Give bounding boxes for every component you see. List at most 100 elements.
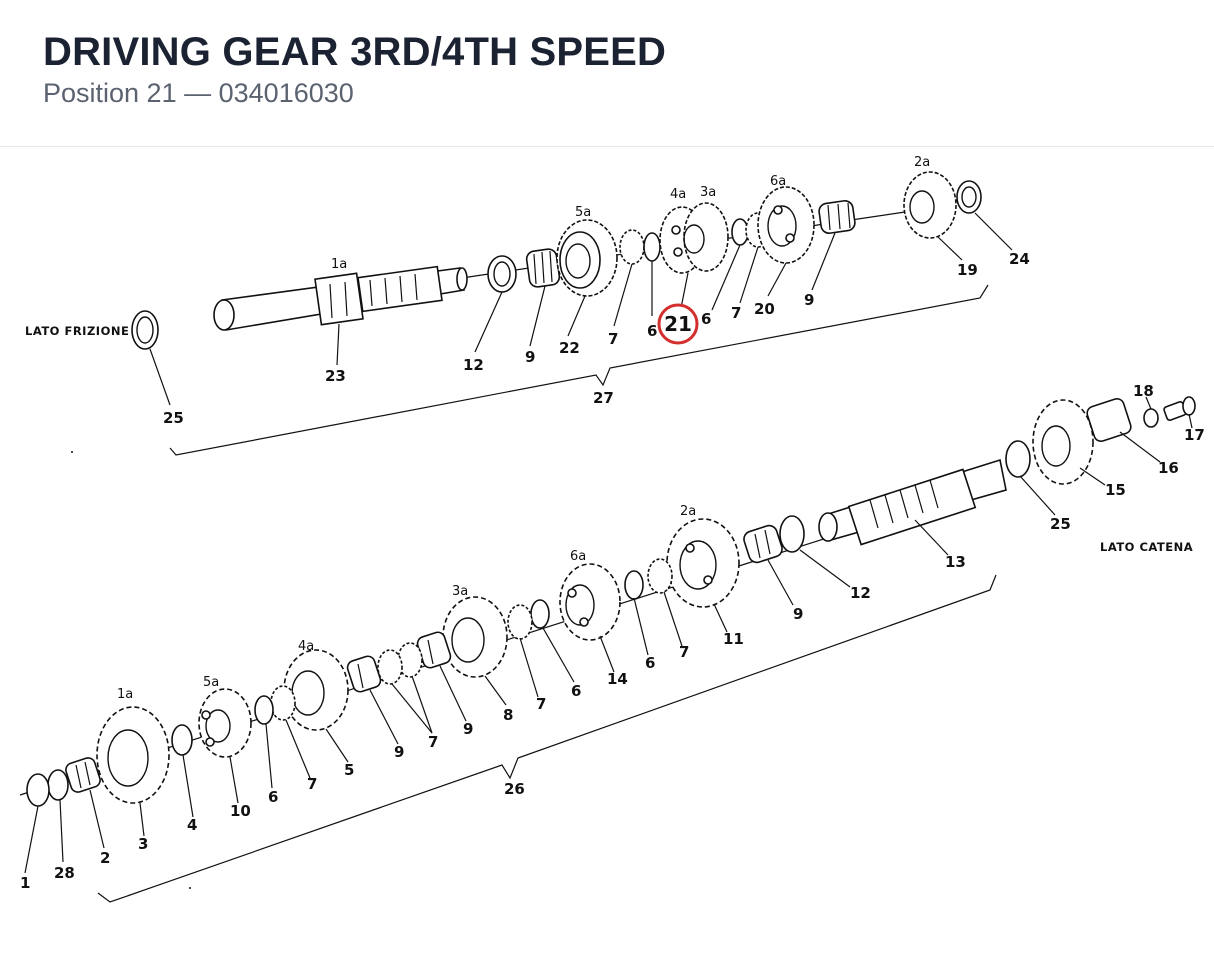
callout-10[interactable]: 10 — [230, 802, 251, 820]
callout-7-c[interactable]: 7 — [679, 643, 689, 661]
callout-25-b[interactable]: 25 — [1050, 515, 1071, 533]
callout-7-b[interactable]: 7 — [731, 304, 741, 322]
part-number: 034016030 — [218, 78, 354, 108]
gear-mark-bot-1a: 1a — [117, 687, 133, 702]
page-title: DRIVING GEAR 3RD/4TH SPEED — [43, 30, 667, 74]
gear-6a-part-14 — [559, 563, 621, 641]
needle-bearing-part-9-top — [525, 248, 561, 288]
clutch-side-label: LATO FRIZIONE — [25, 324, 129, 338]
gear-mark-top-4a: 4a — [670, 187, 686, 202]
callout-6-b[interactable]: 6 — [701, 310, 711, 328]
callout-16[interactable]: 16 — [1158, 459, 1179, 477]
callout-12-b[interactable]: 12 — [850, 584, 871, 602]
callout-8[interactable]: 8 — [503, 706, 513, 724]
gear-mark-bot-5a: 5a — [203, 675, 219, 690]
callout-7-e[interactable]: 7 — [428, 733, 438, 751]
callout-7-f[interactable]: 7 — [307, 775, 317, 793]
washer-part-7-bottom-a — [647, 558, 673, 594]
callout-6-e[interactable]: 6 — [268, 788, 278, 806]
gear-2a-part-19 — [903, 171, 957, 239]
callout-6-d[interactable]: 6 — [571, 682, 581, 700]
callout-25[interactable]: 25 — [163, 409, 184, 427]
callout-9-c[interactable]: 9 — [793, 605, 803, 623]
callout-13[interactable]: 13 — [945, 553, 966, 571]
washer-part-4 — [171, 724, 193, 756]
driving-gear-3rd-4th-part-21 — [659, 202, 729, 274]
highlight-ring — [657, 303, 699, 345]
callout-15[interactable]: 15 — [1105, 481, 1126, 499]
gear-6a-part-20 — [757, 186, 815, 264]
callout-23[interactable]: 23 — [325, 367, 346, 385]
callout-19[interactable]: 19 — [957, 261, 978, 279]
callout-9-b[interactable]: 9 — [804, 291, 814, 309]
callout-14[interactable]: 14 — [607, 670, 628, 688]
callout-9-e[interactable]: 9 — [394, 743, 404, 761]
bolt-part-17 — [1163, 396, 1196, 421]
needle-bearing-part-9-top-b — [818, 200, 856, 234]
callout-28[interactable]: 28 — [54, 864, 75, 882]
needle-bearing-part-2 — [65, 757, 101, 793]
lock-plate-part-16 — [1086, 398, 1132, 442]
main-shaft-part-23 — [213, 265, 468, 331]
gear-mark-top-2a: 2a — [914, 155, 930, 170]
washer-part-12-bottom — [779, 515, 805, 553]
gear-3a-part-8 — [442, 596, 508, 678]
gear-mark-top-3a: 3a — [700, 185, 716, 200]
top-shaft-assembly — [131, 171, 1013, 456]
washer-part-7-top — [619, 229, 645, 265]
callout-5[interactable]: 5 — [344, 761, 354, 779]
callout-2[interactable]: 2 — [100, 849, 110, 867]
bottom-shaft-assembly — [19, 396, 1196, 903]
washer-part-18 — [1143, 408, 1159, 428]
callout-12[interactable]: 12 — [463, 356, 484, 374]
subtitle-separator: — — [184, 78, 212, 108]
circlip-part-6-top — [643, 232, 661, 262]
callout-21[interactable]: 21 — [664, 312, 692, 336]
gear-mark-bot-3a: 3a — [452, 584, 468, 599]
callout-26[interactable]: 26 — [504, 780, 525, 798]
callout-7-d[interactable]: 7 — [536, 695, 546, 713]
gear-mark-top-6a: 6a — [770, 174, 786, 189]
callout-6-c[interactable]: 6 — [645, 654, 655, 672]
callout-6[interactable]: 6 — [647, 322, 657, 340]
needle-bearing-part-9-bottom — [743, 524, 783, 564]
gear-4a-part-5 — [283, 649, 349, 731]
layshaft-part-13 — [818, 458, 1007, 546]
exploded-gearbox-diagram: 1a 5a 4a 3a 6a 2a 1a 5a 4a 3a 6a 2a LATO… — [19, 155, 1205, 903]
circlip-part-6-bottom-a — [624, 570, 644, 600]
washer-part-7-bottom-b — [507, 604, 533, 640]
gear-mark-top-1a: 1a — [331, 257, 347, 272]
page-subtitle: Position 21 — 034016030 — [43, 78, 354, 109]
callout-3[interactable]: 3 — [138, 835, 148, 853]
chain-side-label: LATO CATENA — [1100, 540, 1193, 554]
callout-numbers: 25 23 12 9 22 7 6 6 7 20 9 19 24 27 18 1… — [20, 250, 1205, 892]
callout-9-d[interactable]: 9 — [463, 720, 473, 738]
callout-11[interactable]: 11 — [723, 630, 744, 648]
gear-mark-bot-4a: 4a — [298, 639, 314, 654]
needle-bearing-part-9-bottom-c — [346, 655, 382, 693]
callout-24[interactable]: 24 — [1009, 250, 1030, 268]
highlighted-callout-21[interactable]: 21 — [657, 303, 699, 345]
washer-part-7-bottom-e — [270, 685, 296, 721]
washer-part-28 — [47, 769, 69, 801]
washer-part-7-bottom-c — [397, 642, 423, 678]
callout-4[interactable]: 4 — [187, 816, 197, 834]
callout-9[interactable]: 9 — [525, 348, 535, 366]
callout-22[interactable]: 22 — [559, 339, 580, 357]
callout-18[interactable]: 18 — [1133, 382, 1154, 400]
gear-2a-part-11 — [666, 518, 740, 608]
gear-mark-bot-2a: 2a — [680, 504, 696, 519]
callout-1[interactable]: 1 — [20, 874, 30, 892]
circlip-part-6-bottom-c — [254, 695, 274, 725]
washer-part-7-bottom-d — [377, 649, 403, 685]
washer-part-24 — [956, 180, 982, 214]
position-label: Position 21 — [43, 78, 177, 108]
callout-27[interactable]: 27 — [593, 389, 614, 407]
sprocket-part-15 — [1032, 399, 1094, 485]
gear-1a-part-3 — [96, 706, 170, 804]
callout-20[interactable]: 20 — [754, 300, 775, 318]
header: DRIVING GEAR 3RD/4TH SPEED Position 21 —… — [0, 0, 1214, 147]
callout-17[interactable]: 17 — [1184, 426, 1205, 444]
callout-7[interactable]: 7 — [608, 330, 618, 348]
gear-5a-part-22 — [556, 219, 618, 297]
